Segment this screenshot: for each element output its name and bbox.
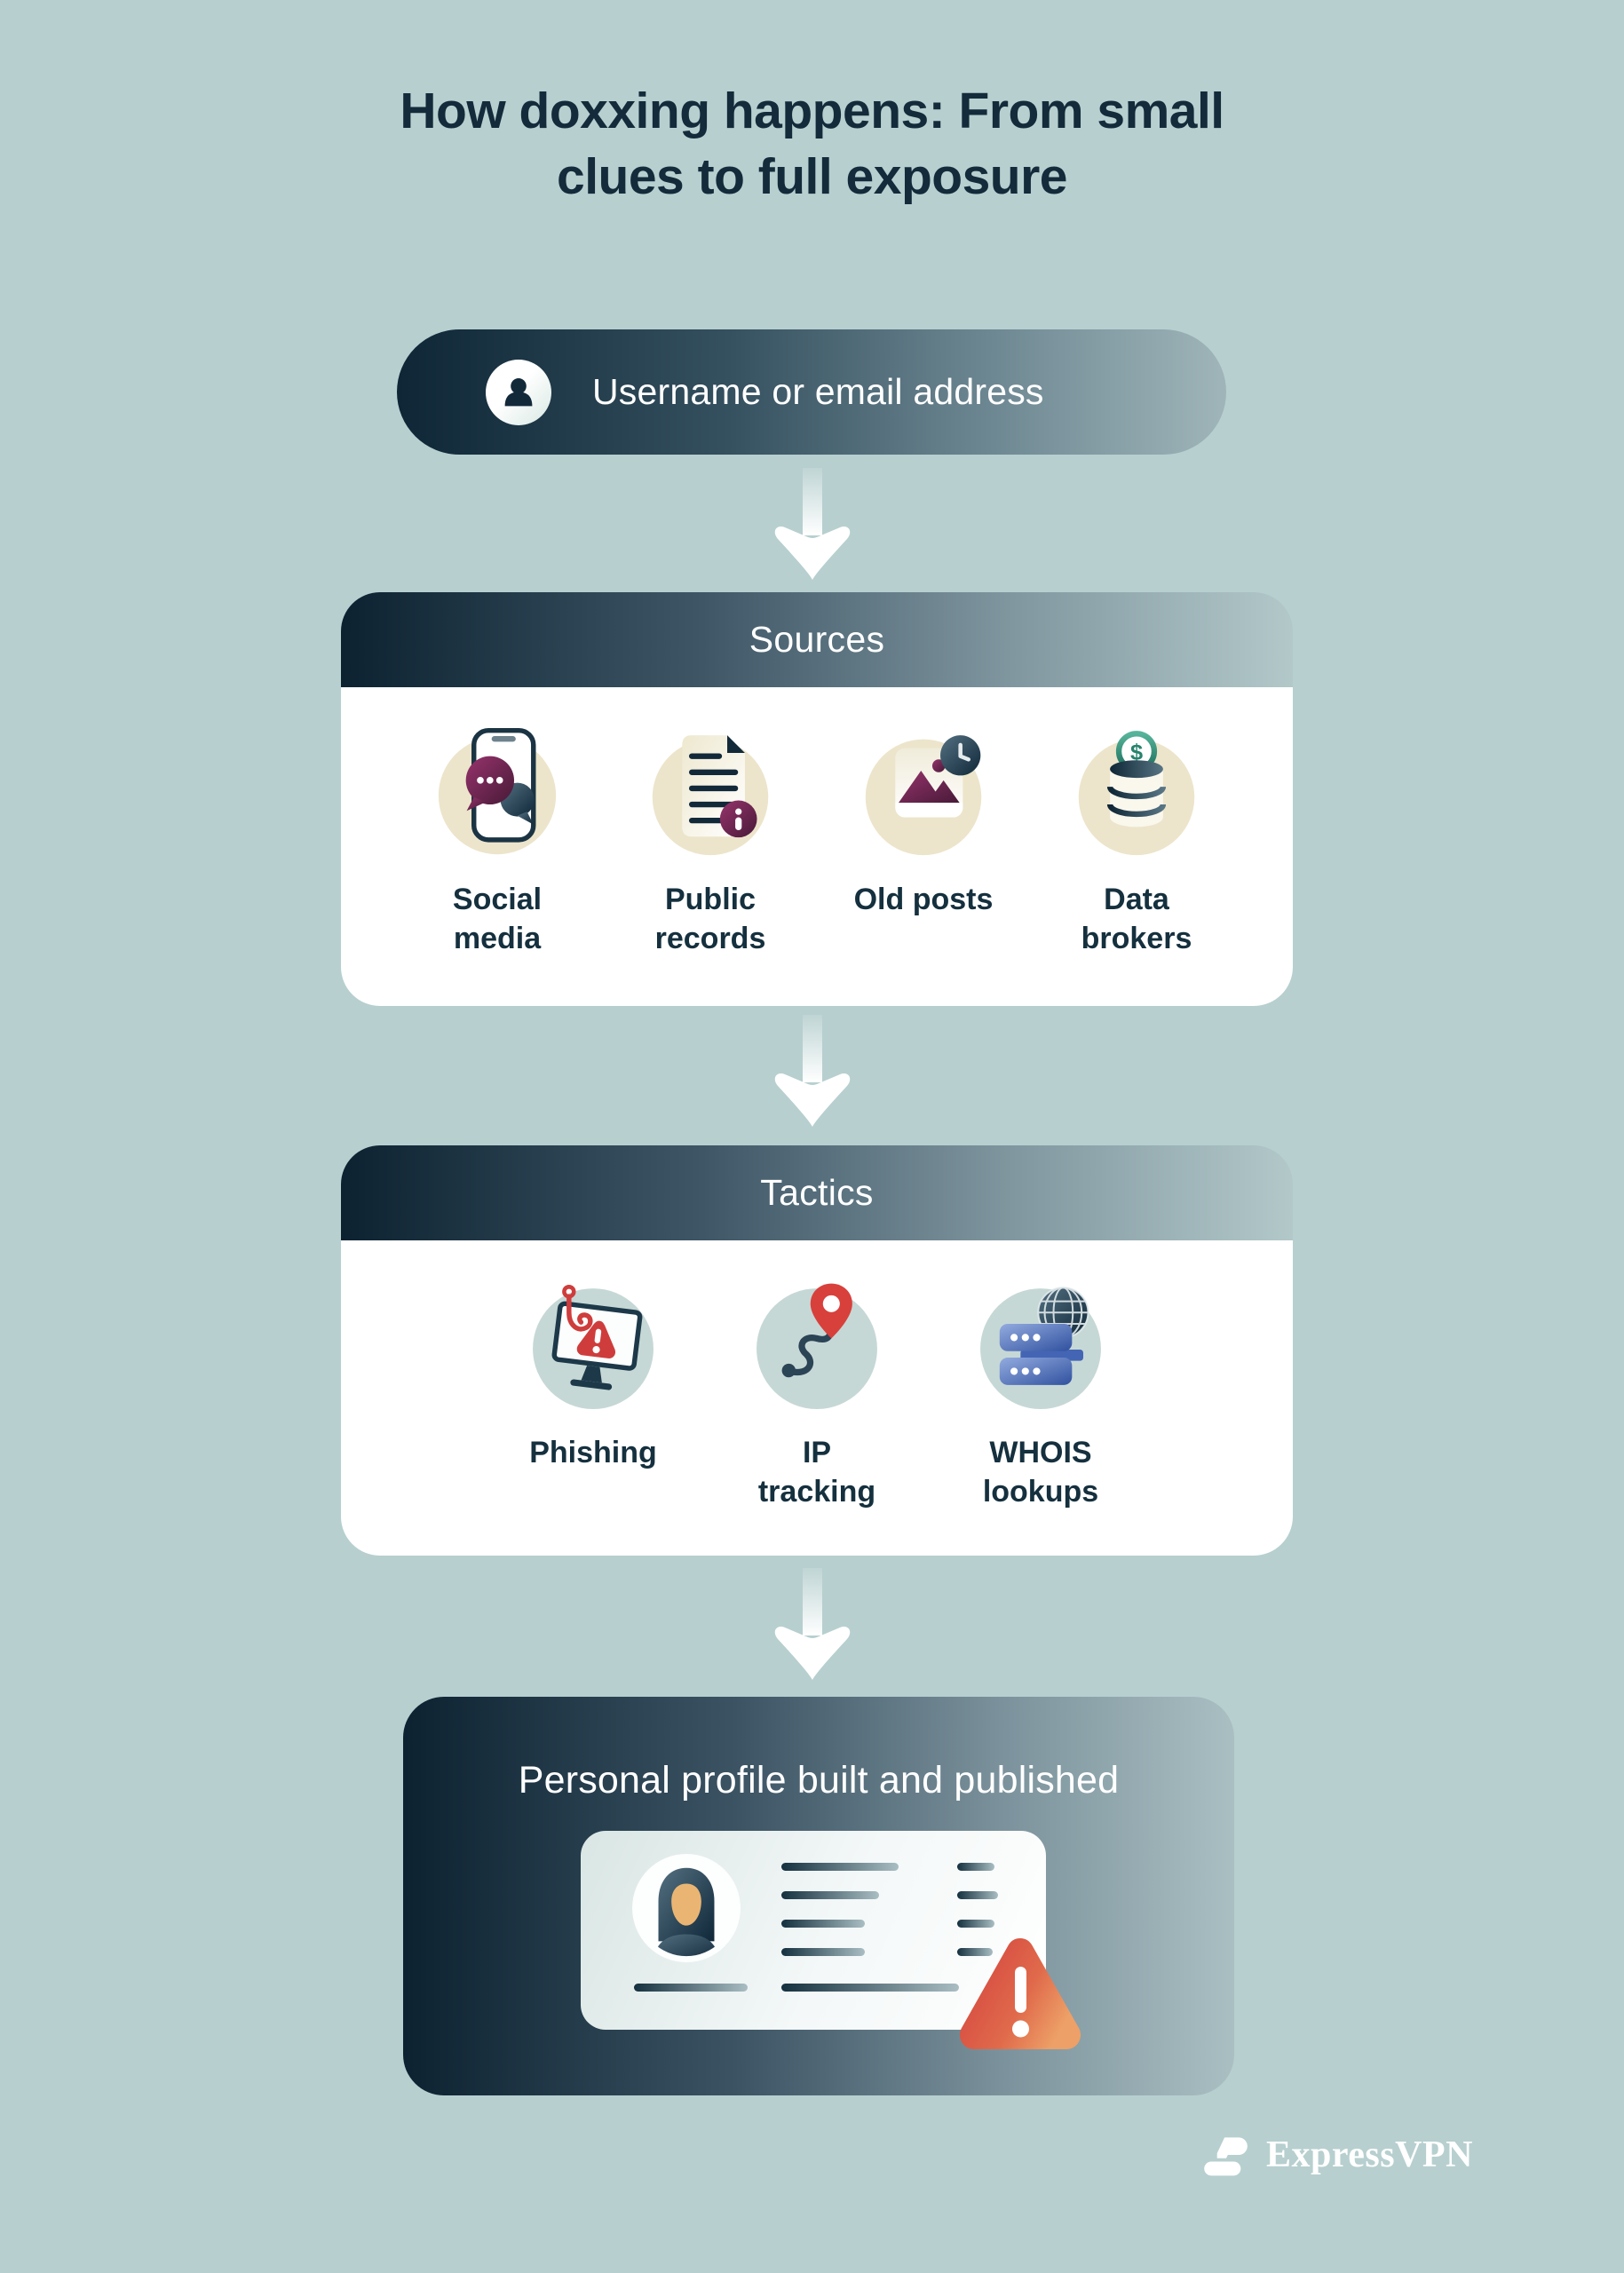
data-brokers-icon: $	[1078, 731, 1195, 856]
tactic-item-label: IP tracking	[757, 1436, 876, 1509]
ip-tracking-icon	[757, 1283, 877, 1409]
source-item-label: Data brokers	[1081, 883, 1192, 955]
expressvpn-mark-icon	[1204, 2137, 1248, 2176]
tactic-item-ip-tracking: IP tracking	[728, 1272, 906, 1511]
outcome-title: Personal profile built and published	[518, 1759, 1120, 1802]
public-records-icon	[652, 735, 769, 856]
tactic-item-phishing: Phishing	[504, 1272, 682, 1473]
profile-text-line	[957, 1920, 994, 1928]
input-banner: Username or email address	[397, 329, 1226, 455]
source-item-label: Social media	[452, 883, 543, 955]
warning-triangle-icon	[959, 1938, 1081, 2049]
source-item-old-posts: Old posts	[835, 719, 1012, 920]
source-item-public-records: Public records	[622, 719, 799, 958]
sources-title: Sources	[749, 619, 885, 660]
social-media-icon	[438, 727, 557, 855]
outcome-card: Personal profile built and published	[403, 1697, 1234, 2095]
tactic-item-label: WHOIS lookups	[982, 1436, 1099, 1509]
profile-text-line	[781, 1863, 899, 1871]
brand-logo: ExpressVPN	[1200, 2133, 1473, 2177]
personal-profile-card	[581, 1831, 1046, 2030]
profile-text-line	[781, 1920, 865, 1928]
sources-card-body: Social media	[341, 687, 1293, 1006]
source-item-social-media: Social media	[408, 719, 586, 958]
down-arrow-icon	[774, 468, 851, 580]
brand-name: ExpressVPN	[1266, 2134, 1473, 2175]
profile-text-line	[957, 1891, 998, 1899]
tactic-item-whois-lookups: WHOIS lookups	[952, 1272, 1129, 1511]
sources-card: Sources	[341, 592, 1293, 1006]
old-posts-icon	[865, 735, 982, 856]
page-title: How doxxing happens: From small clues to…	[400, 83, 1224, 206]
phishing-icon	[533, 1285, 654, 1409]
profile-text-line	[957, 1863, 994, 1871]
source-item-label: Public records	[654, 883, 766, 955]
down-arrow-icon	[774, 1568, 851, 1680]
tactic-item-label: Phishing	[529, 1436, 657, 1469]
source-item-data-brokers: $ Data brokers	[1048, 719, 1225, 958]
avatar	[632, 1854, 741, 1962]
profile-text-line	[781, 1891, 879, 1899]
sources-card-header: Sources	[341, 592, 1293, 687]
profile-text-line	[781, 1948, 865, 1956]
tactics-card: Tactics Phishing	[341, 1145, 1293, 1556]
user-icon	[486, 359, 551, 425]
whois-lookups-icon	[980, 1287, 1101, 1409]
svg-text:$: $	[1130, 740, 1143, 764]
source-item-label: Old posts	[853, 883, 994, 916]
profile-text-line	[957, 1948, 993, 1956]
tactics-card-body: Phishing IP tracking	[341, 1240, 1293, 1556]
tactics-title: Tactics	[760, 1172, 874, 1213]
tactics-card-header: Tactics	[341, 1145, 1293, 1240]
input-banner-label: Username or email address	[592, 371, 1044, 412]
profile-text-line	[781, 1984, 959, 1992]
down-arrow-icon	[774, 1015, 851, 1127]
profile-text-line	[634, 1984, 748, 1992]
